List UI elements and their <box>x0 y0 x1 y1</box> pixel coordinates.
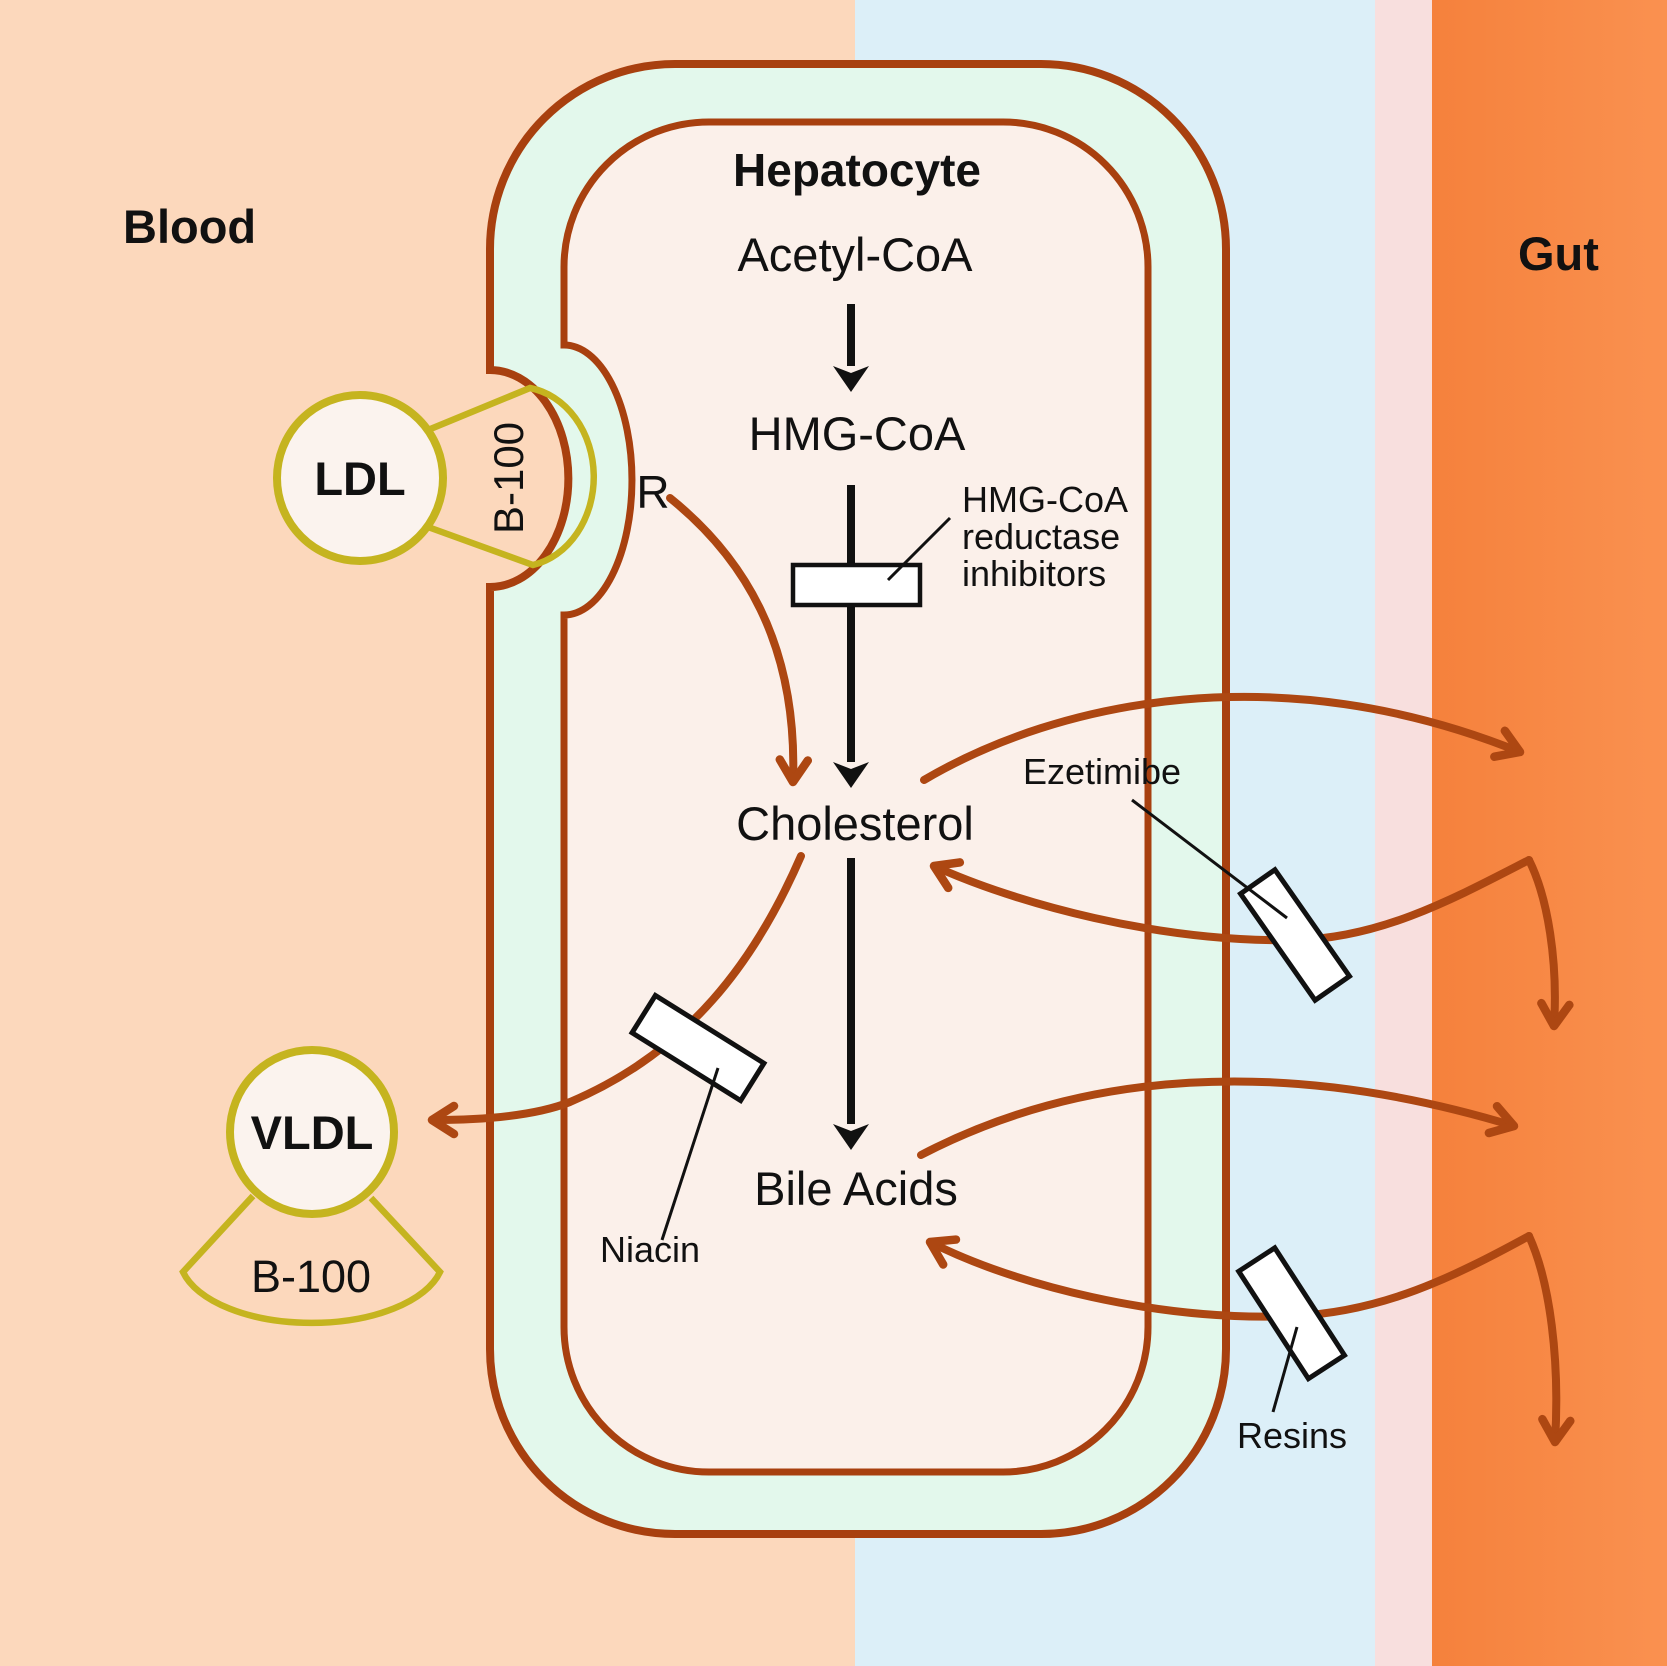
niacin-pointer-line <box>660 1067 720 1241</box>
statin-label-line1: HMG-CoA <box>962 479 1128 520</box>
gut-cholesterol-excretion-arrow <box>1525 856 1574 1031</box>
statin-label-line3: inhibitors <box>962 553 1106 594</box>
resins-block <box>1235 1244 1348 1383</box>
ldl-particle-group: LDL B-100 <box>273 384 598 569</box>
receptor-label: R <box>636 466 669 518</box>
hmg-coa-label: HMG-CoA <box>749 407 966 460</box>
ldl-b100-wedge <box>426 384 598 569</box>
vldl-particle-group: VLDL B-100 <box>179 1046 444 1327</box>
hepatocyte-label: Hepatocyte <box>733 144 981 196</box>
niacin-block <box>628 991 768 1105</box>
vldl-b100-wedge <box>179 1193 444 1327</box>
ldl-label: LDL <box>314 452 405 505</box>
niacin-label: Niacin <box>600 1229 700 1270</box>
hepatocyte-body <box>560 118 1152 1476</box>
vldl-b100-label: B-100 <box>251 1251 371 1302</box>
ldl-particle <box>273 391 447 565</box>
ldl-b100-label: B-100 <box>485 422 532 534</box>
ezetimibe-label: Ezetimibe <box>1023 751 1181 792</box>
bile-excretion-arrow <box>1525 1232 1575 1447</box>
bile-acids-label: Bile Acids <box>754 1162 958 1215</box>
cholesterol-label: Cholesterol <box>736 797 974 850</box>
bile-to-gut-arrow <box>917 1077 1519 1159</box>
gut-label: Gut <box>1518 227 1599 280</box>
mucosa-strip <box>1375 0 1432 1666</box>
resins-label: Resins <box>1237 1415 1347 1456</box>
vldl-particle <box>226 1046 398 1218</box>
statin-label-line2: reductase <box>962 516 1120 557</box>
vldl-secretion-arrow <box>427 852 805 1139</box>
vldl-label: VLDL <box>251 1106 374 1159</box>
gut-region <box>1432 0 1667 1666</box>
statin-pointer-line <box>886 516 952 582</box>
blood-label: Blood <box>123 200 256 253</box>
receptor-uptake-arrow <box>666 494 813 787</box>
ezetimibe-pointer-line <box>1131 798 1288 920</box>
resins-pointer-line <box>1271 1326 1299 1413</box>
statin-block <box>790 562 923 608</box>
cholesterol-to-gut-arrow <box>920 693 1525 784</box>
acetyl-coa-label: Acetyl-CoA <box>737 228 973 281</box>
